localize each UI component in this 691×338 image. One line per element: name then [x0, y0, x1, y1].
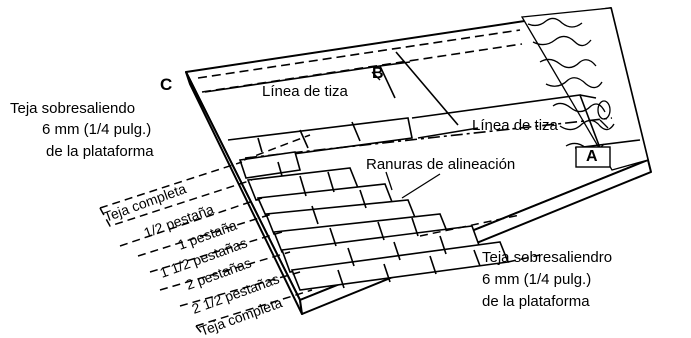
alignment-notches-label: Ranuras de alineación: [366, 156, 515, 173]
svg-text:de la plataforma: de la plataforma: [46, 143, 154, 160]
overhang-right-label: Teja sobresaliendro 6 mm (1/4 pulg.) de …: [482, 249, 612, 310]
shingle-courses: [238, 151, 510, 291]
corner-b-label: B: [372, 65, 384, 82]
svg-text:6 mm (1/4 pulg.): 6 mm (1/4 pulg.): [42, 121, 151, 138]
chalk-lines: [244, 117, 613, 159]
overhang-left-label: Teja sobresaliendo 6 mm (1/4 pulg.) de l…: [10, 100, 154, 160]
corner-a-label: A: [586, 148, 598, 165]
wood-grain-end: [520, 7, 649, 171]
svg-text:de la plataforma: de la plataforma: [482, 293, 590, 310]
chalk-line-label-right: Línea de tiza: [472, 117, 559, 134]
leader-lines: [371, 71, 609, 199]
corner-c-label: C: [160, 75, 172, 94]
dashed-course-guides: [99, 134, 541, 337]
corner-a-box: [575, 146, 611, 168]
svg-text:Teja sobresaliendo: Teja sobresaliendo: [10, 100, 135, 117]
chalk-line-label-top: Línea de tiza: [262, 83, 349, 100]
svg-text:Teja sobresaliendro: Teja sobresaliendro: [482, 249, 612, 266]
svg-text:6 mm (1/4 pulg.): 6 mm (1/4 pulg.): [482, 271, 591, 288]
